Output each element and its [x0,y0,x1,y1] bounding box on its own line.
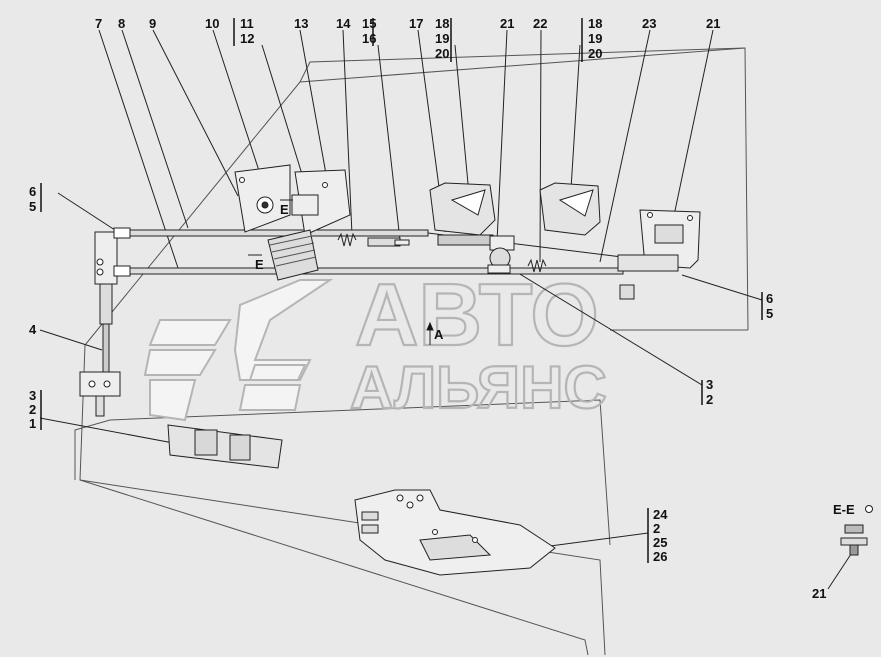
callout-13: 13 [294,16,308,31]
callout-20b: 20 [588,46,602,61]
right-callout-2: 2 [706,392,713,407]
callout-11: 11 [240,16,254,31]
left-callout-4: 4 [29,322,37,337]
right-group-labels: 6 5 3 2 24 2 25 26 [653,291,773,564]
section-ee-callout: 21 [812,586,826,601]
section-ee-title: E-E [833,502,855,517]
section-e-label-1: E [280,202,289,217]
watermark-logo [143,279,334,422]
lower-plate [167,424,283,469]
callout-20a: 20 [435,46,449,61]
callout-19b: 19 [588,31,602,46]
left-callout-2: 2 [29,402,36,417]
right-callout-2b: 2 [653,521,660,536]
callout-21a: 21 [500,16,514,31]
leader-lines [39,29,856,590]
right-lever-bracket [617,209,701,300]
callout-18b: 18 [588,16,602,31]
section-e-label-2: E [255,257,264,272]
cross-shaft [487,235,515,274]
left-group-labels: 6 5 4 3 2 1 [29,184,37,431]
left-callout-6: 6 [29,184,36,199]
watermark: АВТО АЛЬЯНС [143,264,608,422]
callout-23: 23 [642,16,656,31]
callout-14: 14 [336,16,351,31]
callout-16: 16 [362,31,376,46]
left-callout-5: 5 [29,199,36,214]
pedal-assembly [234,164,351,281]
cab-outline [74,47,749,656]
callout-18a: 18 [435,16,449,31]
left-callout-1: 1 [29,416,36,431]
callout-9: 9 [149,16,156,31]
group-brackets [40,18,763,563]
callout-12: 12 [240,31,254,46]
watermark-line1: АВТО [355,265,599,364]
callout-8: 8 [118,16,125,31]
callout-10: 10 [205,16,219,31]
right-callout-3: 3 [706,377,713,392]
view-labels: A E E E-E 21 [255,202,855,601]
right-callout-26: 26 [653,549,667,564]
view-a-label: A [434,327,444,342]
left-lever-assembly [79,227,131,417]
callout-17: 17 [409,16,423,31]
callout-21b: 21 [706,16,720,31]
view-arrows [248,199,434,345]
left-callout-3: 3 [29,388,36,403]
section-detail [840,505,873,556]
right-callout-25: 25 [653,535,667,550]
callout-19a: 19 [435,31,449,46]
right-callout-6: 6 [766,291,773,306]
floor-grilles [429,182,601,246]
right-callout-5: 5 [766,306,773,321]
right-callout-24: 24 [653,507,668,522]
cover-panel [354,489,556,576]
springs [337,232,547,273]
callout-15: 15 [362,16,376,31]
watermark-line2: АЛЬЯНС [350,354,607,421]
callout-labels: 7 8 9 10 11 12 13 14 15 16 17 18 19 20 2… [95,16,720,61]
callout-22: 22 [533,16,547,31]
callout-7: 7 [95,16,102,31]
